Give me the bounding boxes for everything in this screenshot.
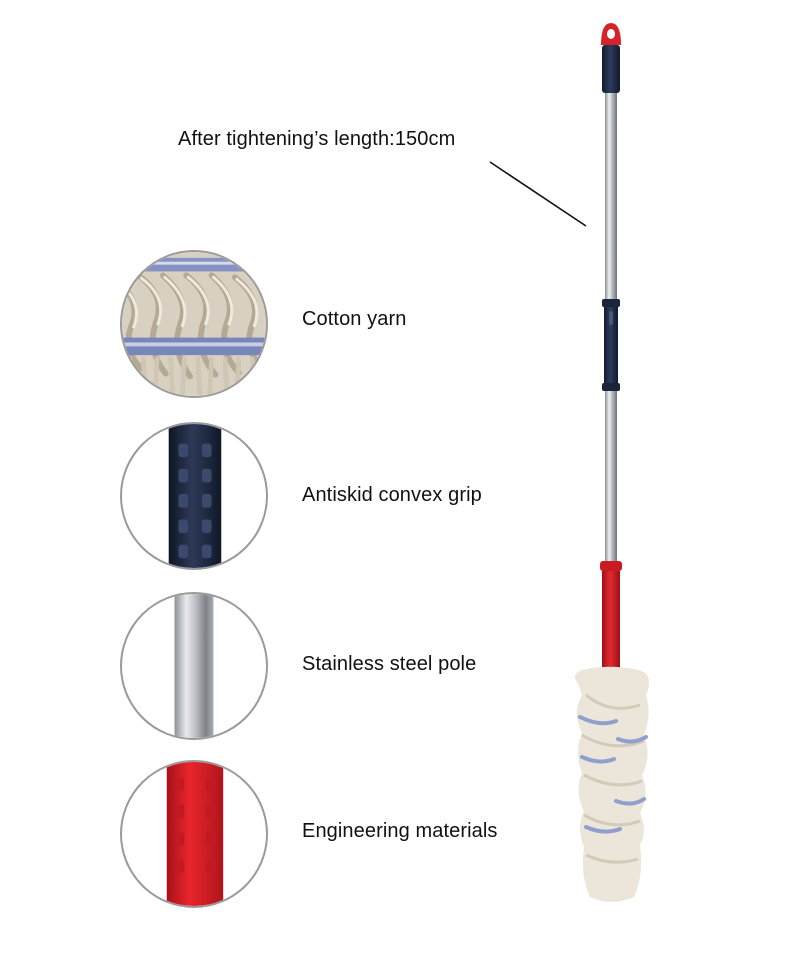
mop-product-image	[574, 23, 650, 902]
length-label: After tightening’s length:150cm	[178, 128, 456, 150]
leader-line	[489, 161, 587, 227]
black-grip-closeup-icon	[168, 424, 222, 568]
red-handle-closeup-icon	[166, 762, 224, 906]
cotton-yarn-image	[120, 250, 268, 398]
feature-label-engineering-materials: Engineering materials	[302, 820, 498, 842]
steel-pole-closeup-icon	[174, 594, 214, 738]
grip-image	[120, 422, 268, 570]
red-handle-image	[120, 760, 268, 908]
feature-label-antiskid-grip: Antiskid convex grip	[302, 484, 482, 506]
feature-label-cotton-yarn: Cotton yarn	[302, 308, 407, 330]
steel-pole-image	[120, 592, 268, 740]
cotton-yarn-closeup-icon	[122, 252, 266, 396]
feature-label-steel-pole: Stainless steel pole	[302, 653, 477, 675]
